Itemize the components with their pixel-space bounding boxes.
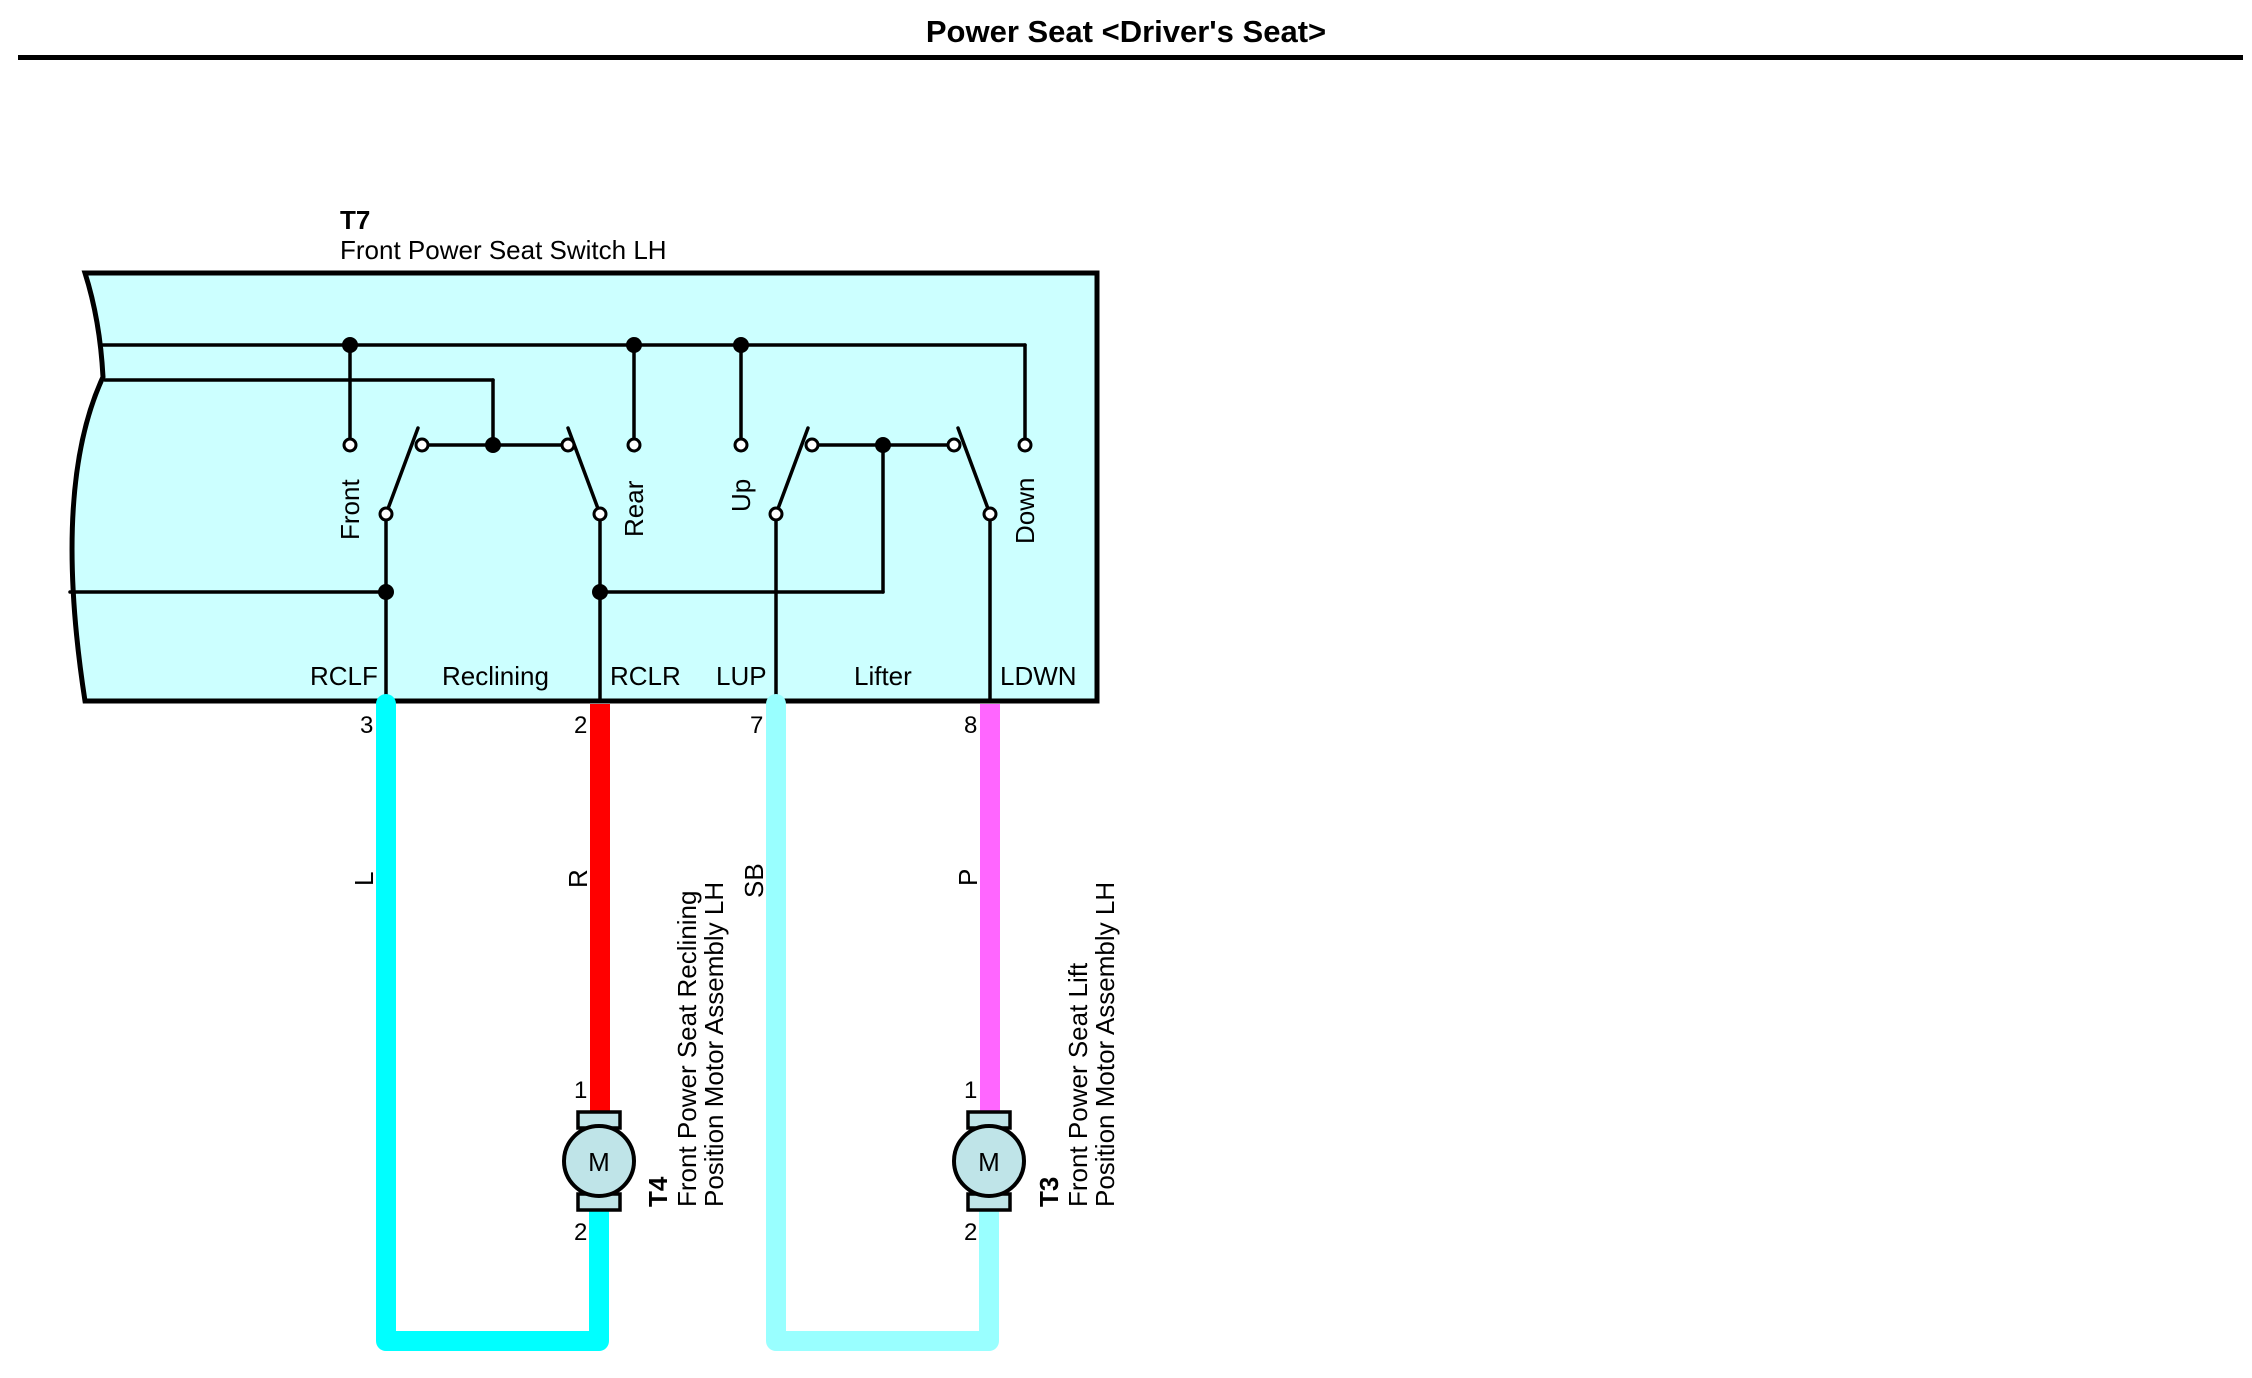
- switch-code: T7: [340, 205, 370, 235]
- wire-sb: [766, 694, 999, 1351]
- pin-lup: 7: [750, 712, 763, 739]
- wire-l: [376, 694, 609, 1351]
- motor-t4-name-line2: Position Motor Assembly LH: [699, 882, 729, 1207]
- motor-t3-pin-bottom: 2: [964, 1219, 977, 1246]
- contact-label-up: Up: [726, 479, 756, 512]
- wire-color-p: P: [953, 869, 983, 886]
- junction-dots: [342, 337, 891, 600]
- motor-t3: M: [952, 1110, 1026, 1212]
- wire-color-l: L: [349, 872, 379, 886]
- motor-t4-name-line1: Front Power Seat Reclining: [672, 891, 702, 1207]
- motor-symbol: M: [978, 1147, 1000, 1177]
- pin-rclr: 2: [574, 712, 587, 739]
- pin-ldwn: 8: [964, 712, 977, 739]
- title-rule: [18, 55, 2243, 60]
- wires: [376, 694, 1000, 1351]
- motor-t3-name-line2: Position Motor Assembly LH: [1090, 882, 1120, 1207]
- motor-t4-pin-top: 1: [574, 1077, 587, 1104]
- switch-name: Front Power Seat Switch LH: [340, 235, 667, 265]
- switch-box: [69, 270, 1100, 704]
- terminal-label-rclf: RCLF: [310, 661, 378, 691]
- wire-color-sb: SB: [739, 863, 769, 898]
- contact-label-rear: Rear: [619, 480, 649, 537]
- terminal-label-ldwn: LDWN: [1000, 661, 1077, 691]
- section-label-lifter: Lifter: [854, 661, 912, 691]
- contact-label-down: Down: [1010, 478, 1040, 544]
- motor-t3-name-line1: Front Power Seat Lift: [1063, 962, 1093, 1207]
- contact-terminals: [342, 437, 1033, 522]
- motor-t3-pin-top: 1: [964, 1077, 977, 1104]
- contact-label-front: Front: [335, 479, 365, 540]
- wire-color-r: R: [563, 869, 593, 888]
- motor-t4-pin-bottom: 2: [574, 1219, 587, 1246]
- internal-wiring: [68, 343, 1027, 703]
- section-label-reclining: Reclining: [442, 661, 549, 691]
- terminal-label-lup: LUP: [716, 661, 767, 691]
- pin-rclf: 3: [360, 712, 373, 739]
- motor-t4: M: [562, 1110, 636, 1212]
- motor-t3-code: T3: [1034, 1177, 1064, 1207]
- motor-symbol: M: [588, 1147, 610, 1177]
- terminal-label-rclr: RCLR: [610, 661, 681, 691]
- page-title: Power Seat <Driver's Seat>: [925, 14, 1327, 49]
- motor-t4-code: T4: [643, 1176, 673, 1207]
